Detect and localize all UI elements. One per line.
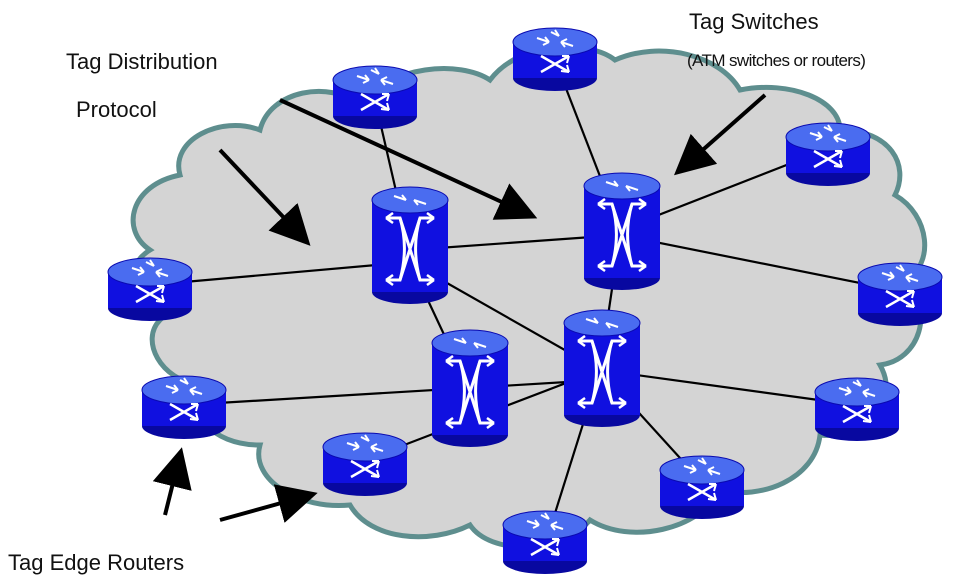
router-icon — [856, 261, 944, 328]
link — [184, 378, 601, 407]
router-icon — [321, 431, 409, 498]
edge-arrow-1 — [152, 447, 192, 516]
atm-switch-icon — [430, 328, 510, 449]
tag-switches-label: Tag Switches — [689, 9, 819, 34]
router-icon — [106, 256, 194, 323]
tdp-label-line1: Tag Distribution — [66, 49, 218, 74]
router-icon — [140, 374, 228, 441]
network-cloud — [129, 44, 928, 550]
tdp-label-line2: Protocol — [76, 97, 157, 122]
tdp-arrow-2 — [279, 98, 538, 220]
callout-arrows — [152, 93, 767, 523]
router-icon — [511, 26, 599, 93]
tag-switches-sublabel: (ATM switches or routers) — [687, 51, 866, 70]
tag-edge-routers-label: Tag Edge Routers — [8, 550, 185, 575]
router-icon — [331, 64, 419, 131]
router-icon — [784, 121, 872, 188]
atm-switch-icon — [562, 308, 642, 429]
router-icon — [501, 509, 589, 576]
link — [599, 368, 856, 407]
edge-arrow-2 — [219, 484, 318, 523]
router-icon — [658, 454, 746, 521]
atm-switch-icon — [582, 171, 662, 292]
link — [149, 260, 411, 287]
switch-arrow — [674, 93, 767, 176]
atm-switch-icon — [370, 185, 450, 306]
tdp-arrow-1 — [218, 148, 311, 246]
link — [619, 233, 896, 292]
router-icon — [813, 376, 901, 443]
